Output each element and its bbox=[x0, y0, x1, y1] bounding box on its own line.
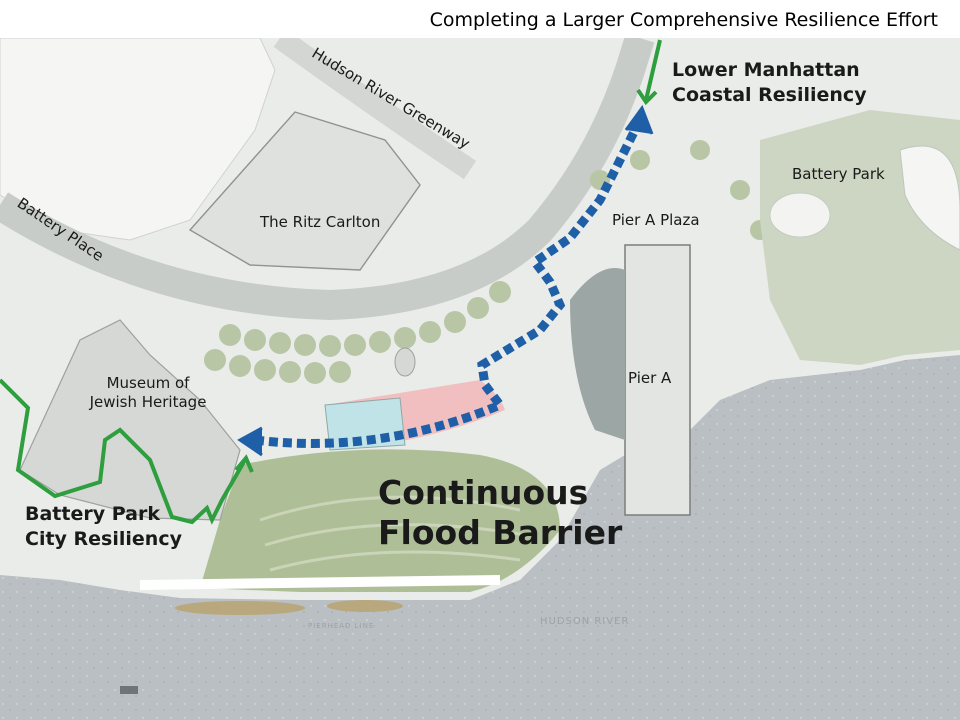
ritz-carlton-building bbox=[188, 111, 421, 271]
green-arrowhead-north bbox=[636, 88, 658, 106]
battery-park-city-resiliency-route bbox=[0, 378, 247, 525]
battery-place-road bbox=[0, 33, 655, 321]
greenway-road bbox=[273, 29, 477, 180]
label-pier-a-plaza: Pier A Plaza bbox=[612, 211, 700, 229]
label-pier-a: Pier A bbox=[628, 369, 672, 387]
green-arrowhead-southwest bbox=[234, 454, 254, 473]
battery-park-structure bbox=[899, 145, 960, 251]
label-battery-park-city-resiliency: Battery Park City Resiliency bbox=[25, 503, 182, 550]
wagner-park-lawn bbox=[200, 449, 560, 592]
label-pierhead-line: PIERHEAD LINE bbox=[308, 622, 375, 630]
pier-a-water-feature bbox=[570, 268, 625, 440]
boat-1 bbox=[175, 601, 305, 615]
label-hudson-river: HUDSON RIVER bbox=[540, 616, 630, 627]
continuous-flood-barrier-line bbox=[254, 117, 645, 448]
label-battery-park: Battery Park bbox=[792, 165, 885, 183]
label-museum-jewish-heritage: Museum of Jewish Heritage bbox=[89, 374, 207, 411]
plaza-sculpture bbox=[394, 347, 416, 377]
boat-2 bbox=[327, 600, 403, 612]
blue-arrowhead-north bbox=[624, 104, 654, 135]
slide-title: Completing a Larger Comprehensive Resili… bbox=[429, 9, 938, 31]
esplanade bbox=[139, 575, 501, 590]
label-lower-manhattan-coastal-resiliency: Lower Manhattan Coastal Resiliency bbox=[672, 59, 867, 106]
blue-arrowhead-west bbox=[237, 426, 263, 457]
pier-a-building bbox=[624, 244, 691, 516]
label-ritz-carlton: The Ritz Carlton bbox=[260, 213, 381, 231]
label-continuous-flood-barrier: Continuous Flood Barrier bbox=[378, 473, 623, 552]
boat-3 bbox=[120, 686, 138, 694]
museum-jewish-heritage-building bbox=[19, 319, 241, 521]
battery-park-fountain bbox=[769, 192, 831, 238]
title-bar: Completing a Larger Comprehensive Resili… bbox=[0, 0, 960, 38]
pavilion-plaza-teal bbox=[324, 397, 406, 451]
lawn-terraces bbox=[259, 495, 526, 572]
lower-manhattan-coastal-resiliency-route bbox=[644, 39, 662, 101]
